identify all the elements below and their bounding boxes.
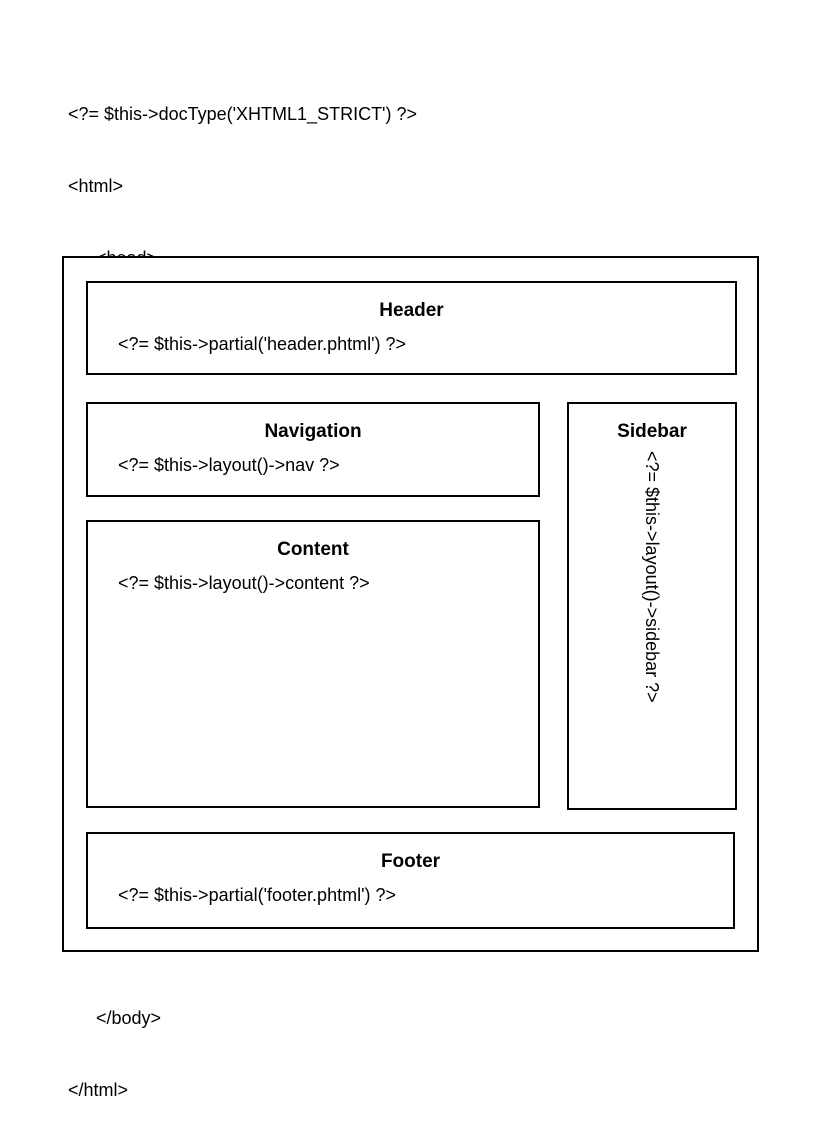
sidebar-box: Sidebar <?= $this->layout()->sidebar ?>	[567, 402, 737, 810]
footer-box-code: <?= $this->partial('footer.phtml') ?>	[118, 885, 397, 905]
navigation-box-code: <?= $this->layout()->nav ?>	[118, 455, 340, 475]
page: { "page": { "background": "#ffffff", "bo…	[62, 104, 759, 1100]
content-box-title: Content	[277, 539, 349, 560]
footer-box: Footer <?= $this->partial('footer.phtml'…	[86, 832, 735, 929]
footer-box-title: Footer	[380, 851, 441, 872]
bottom-code-listing: </body> </html>	[68, 958, 161, 1126]
content-box-code: <?= $this->layout()->content ?>	[118, 573, 370, 593]
header-box-code: <?= $this->partial('header.phtml') ?>	[118, 334, 407, 354]
header-box-title: Header	[379, 300, 444, 321]
body-frame: Header <?= $this->partial('header.phtml'…	[62, 256, 759, 952]
code-line-html-open: <html>	[68, 176, 124, 196]
sidebar-box-title: Sidebar	[617, 421, 687, 442]
code-line-doctype: <?= $this->docType('XHTML1_STRICT') ?>	[68, 104, 418, 124]
code-line-body-close: </body>	[96, 1008, 162, 1028]
navigation-box: Navigation <?= $this->layout()->nav ?>	[86, 402, 540, 497]
code-line-html-close: </html>	[68, 1080, 129, 1100]
header-box: Header <?= $this->partial('header.phtml'…	[86, 281, 737, 375]
content-box: Content <?= $this->layout()->content ?>	[86, 520, 540, 808]
sidebar-box-code: <?= $this->layout()->sidebar ?>	[642, 451, 662, 703]
navigation-box-title: Navigation	[264, 421, 362, 442]
